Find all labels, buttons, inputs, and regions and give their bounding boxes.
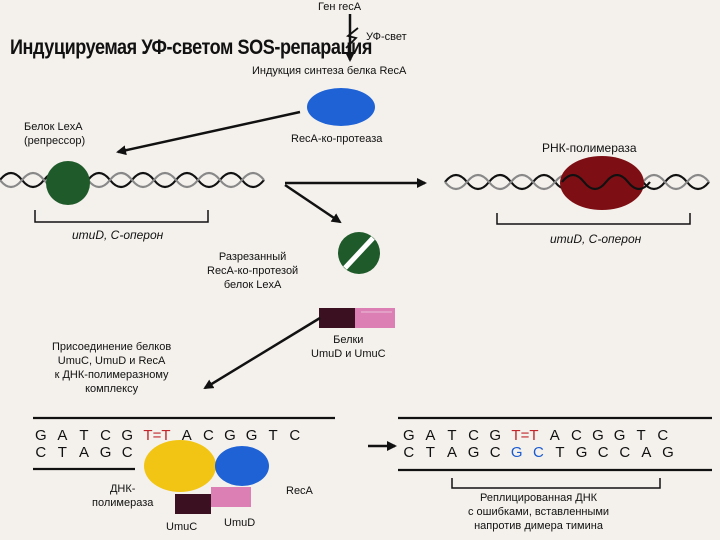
nucleotide: A (78, 444, 89, 461)
dna-polymerase (144, 440, 216, 492)
reca-induction-label: Индукция синтеза белка RecA (252, 65, 407, 77)
nucleotide: C (468, 427, 479, 444)
nucleotide: G (575, 444, 588, 461)
nucleotide: A (181, 427, 192, 444)
right-operon-bracket (496, 213, 691, 225)
nucleotide: G (121, 427, 133, 444)
lexa-label-line-1: Белок LexA (24, 121, 83, 133)
nucleotide: T (425, 444, 435, 461)
nucleotide: G (402, 427, 415, 444)
join-line-3: к ДНК-полимеразному (54, 369, 169, 381)
cut-lexa-label: Разрезанный RecA-ко-протезой белок LexA (207, 250, 298, 292)
caption-bracket (451, 478, 661, 489)
nucleotide: G (224, 427, 236, 444)
dnap-line-1: ДНК- (109, 483, 136, 495)
nucleotide: C (570, 427, 582, 444)
join-line-2: UmuC, UmuD и RecA (57, 355, 166, 367)
nucleotide: A (57, 427, 68, 444)
nucleotide: C (202, 427, 214, 444)
right-operon-label: umuD, C-оперон (550, 232, 642, 246)
uv-lightning-icon (345, 27, 359, 49)
reca-protein-top (307, 88, 375, 126)
proteins-line-2: UmuD и UmuC (311, 348, 386, 360)
left-operon-bracket (34, 210, 209, 223)
nucleotide: C (619, 444, 631, 461)
lexa-label-line-2: (репрессор) (24, 135, 86, 147)
nucleotide: C (100, 427, 111, 444)
nucleotide: T (636, 427, 646, 444)
uv-light-label: УФ-свет (366, 31, 407, 43)
caption-line-3: напротив димера тимина (474, 520, 603, 532)
nucleotide: A (641, 444, 652, 461)
umud-umuc-proteins-label: Белки UmuD и UmuC (311, 333, 386, 361)
nucleotide: G (99, 444, 112, 461)
nucleotide: G (613, 427, 626, 444)
page-title: Индуцируемая УФ-светом SOS-репарация (10, 36, 372, 59)
nucleotide: C (403, 444, 415, 461)
rnap-label: РНК-полимераза (542, 141, 637, 155)
dnap-label: ДНК- полимераза (92, 482, 153, 510)
nucleotide: C (489, 444, 501, 461)
reca-bottom-label: RecA (286, 485, 313, 497)
dnap-line-2: полимераза (92, 497, 154, 509)
arrow-to-join (203, 316, 321, 390)
replicated-caption: Реплицированная ДНК с ошибками, вставлен… (468, 491, 609, 533)
cut-lexa-line-3: белок LexA (223, 279, 282, 291)
cut-lexa-protein (338, 232, 380, 274)
nucleotide: G (467, 444, 480, 461)
nucleotide: A (446, 444, 457, 461)
reca-protease-label: RecA-ко-протеаза (291, 133, 383, 145)
nucleotide: T (555, 444, 565, 461)
umuc-block-middle (319, 308, 355, 328)
nucleotide: T (447, 427, 457, 444)
umud-block-bottom (211, 487, 251, 507)
proteins-line-1: Белки (333, 334, 364, 346)
cut-lexa-line-1: Разрезанный (218, 251, 287, 263)
left-operon-label: umuD, C-оперон (72, 228, 164, 242)
umuc-block-bottom (175, 494, 211, 514)
nucleotide: G (245, 427, 258, 444)
nucleotide: C (657, 427, 669, 444)
lexa-repressor (46, 161, 90, 205)
umud-block-middle (355, 308, 395, 328)
caption-line-2: с ошибками, вставленными (468, 506, 610, 518)
nucleotide: G (592, 427, 604, 444)
caption-line-1: Реплицированная ДНК (479, 492, 598, 504)
rnap-dna-overlay (561, 173, 651, 191)
reca-protein-bottom (215, 446, 269, 486)
nucleotide: G (489, 427, 501, 444)
arrow-to-lexa (116, 110, 301, 156)
nucleotide: A (425, 427, 436, 444)
left-dna-strand-2 (0, 171, 265, 189)
nucleotide: T=T (143, 427, 171, 444)
nucleotide: G (34, 427, 47, 444)
nucleotide: C (532, 444, 544, 461)
lexa-label: Белок LexA (репрессор) (24, 120, 85, 148)
nucleotide: C (121, 444, 133, 461)
join-proteins-label: Присоединение белков UmuC, UmuD и RecA к… (52, 340, 171, 396)
umud-label: UmuD (224, 517, 256, 529)
umuc-label: UmuC (166, 521, 198, 533)
rna-polymerase (560, 156, 644, 210)
nucleotide: C (289, 427, 301, 444)
nucleotide: C (597, 444, 609, 461)
nucleotide: C (35, 444, 47, 461)
nucleotide: T (268, 427, 278, 444)
nucleotide: G (662, 444, 674, 461)
nucleotide: G (510, 444, 523, 461)
nucleotide: T (79, 427, 89, 444)
join-line-1: Присоединение белков (52, 341, 172, 353)
nucleotide: T (57, 444, 67, 461)
gene-reca-label: Ген recA (318, 1, 362, 13)
nucleotide: A (549, 427, 560, 444)
cut-lexa-line-2: RecA-ко-протезой (207, 265, 299, 277)
join-line-4: комплексу (85, 383, 139, 395)
nucleotide: T=T (511, 427, 539, 444)
arrow-to-cut-lexa (284, 183, 342, 224)
